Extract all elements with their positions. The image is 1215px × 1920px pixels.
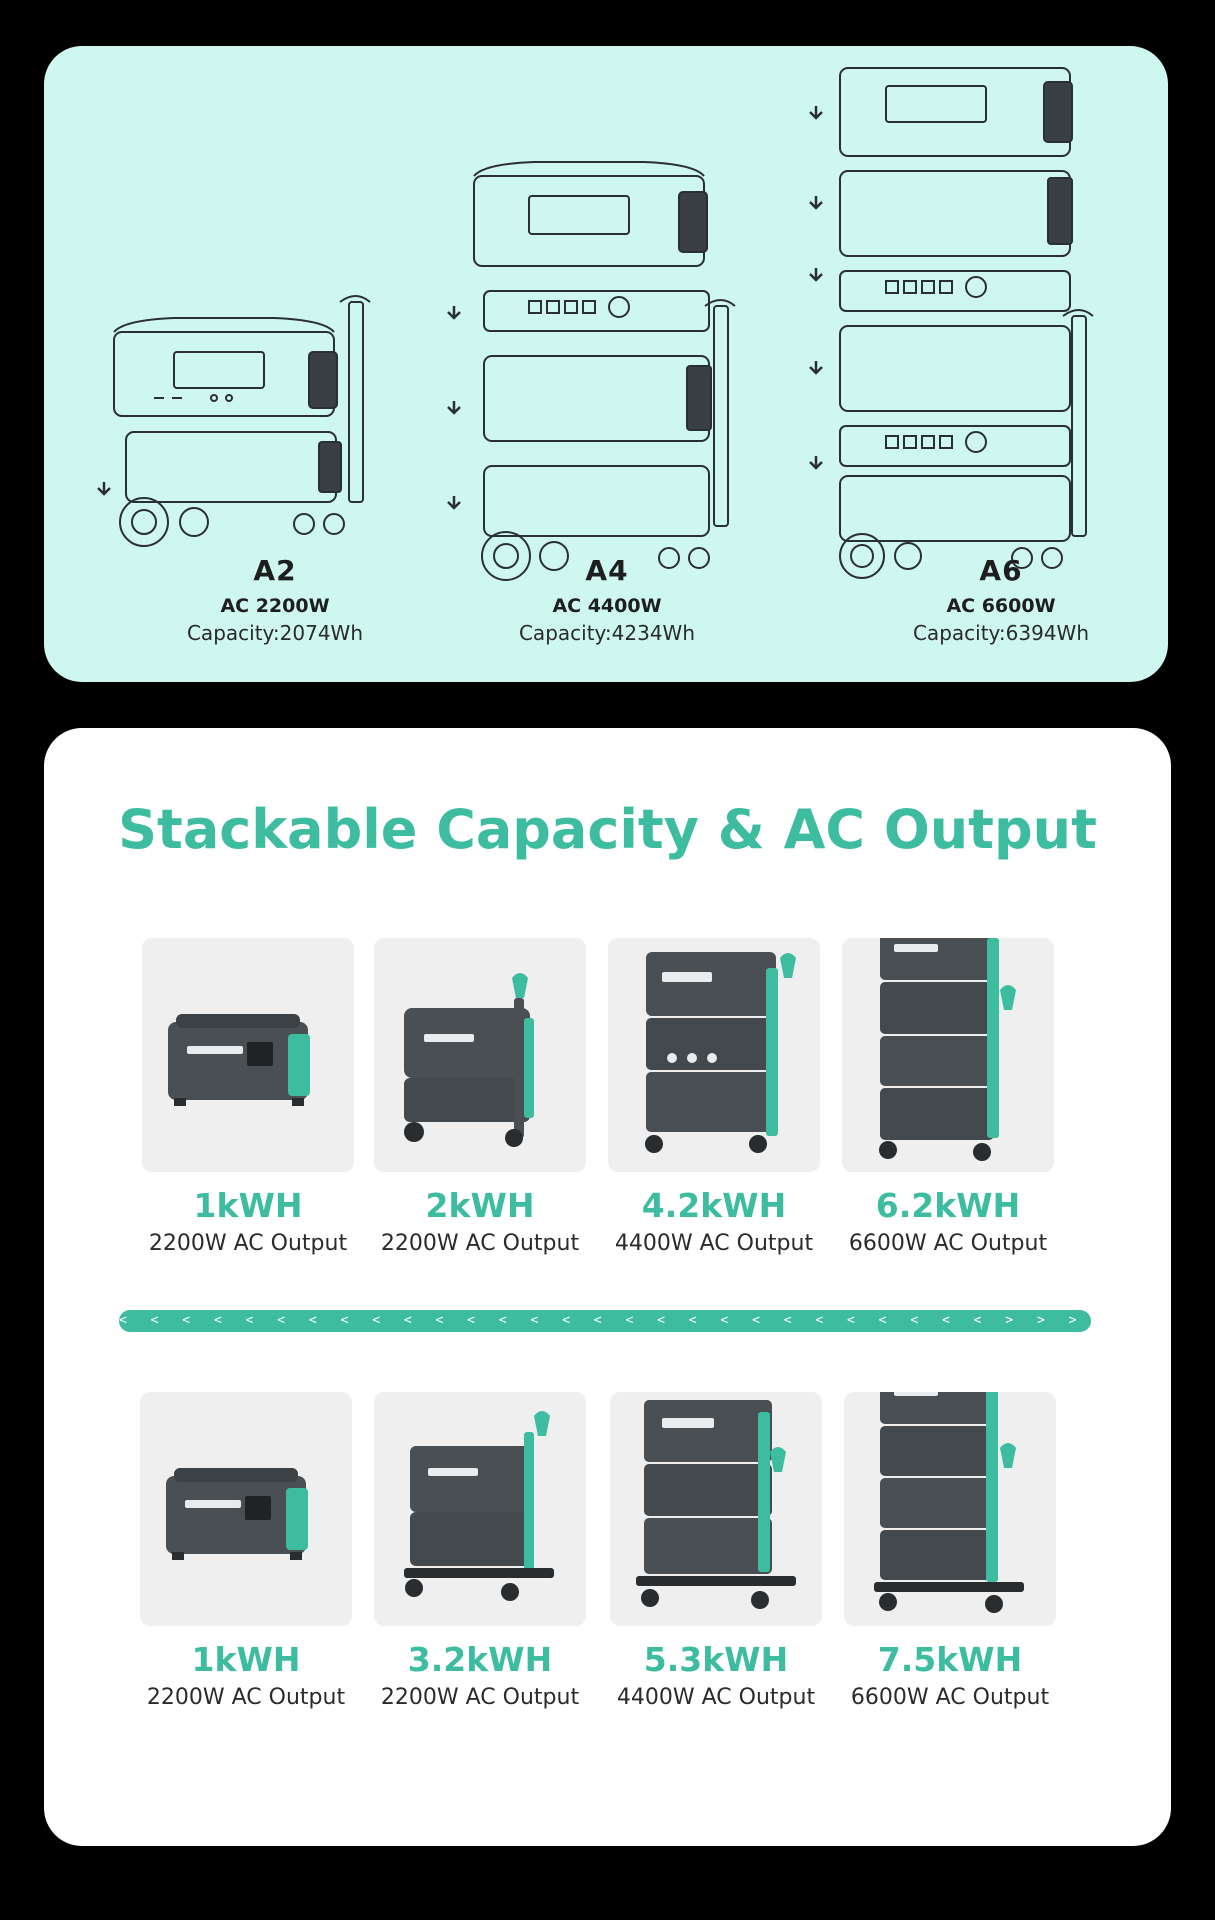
- capacity-value: 1kWH: [191, 1640, 301, 1679]
- a4-label: A4 AC 4400W Capacity:4234Wh: [462, 554, 752, 645]
- ac-output-label: 4400W AC Output: [616, 1685, 816, 1710]
- ac-output-label: 2200W AC Output: [380, 1685, 580, 1710]
- a2-name: A2: [253, 554, 297, 587]
- product-image: [140, 1392, 352, 1626]
- capacity-value: 5.3kWH: [643, 1640, 789, 1679]
- product-image: [142, 938, 354, 1172]
- ac-output-label: 2200W AC Output: [380, 1231, 580, 1256]
- a6-name: A6: [979, 554, 1023, 587]
- a4-name: A4: [585, 554, 629, 587]
- a2-stack-drawing: [64, 292, 384, 612]
- option-card: 6.2kWH 6600W AC Output: [842, 938, 1054, 1256]
- a4-ac-output: AC 4400W: [552, 595, 662, 617]
- a6-stack-drawing: [796, 46, 1126, 586]
- a6-label: A6 AC 6600W Capacity:6394Wh: [856, 554, 1146, 645]
- page-title: Stackable Capacity & AC Output: [118, 798, 1097, 861]
- ac-output-label: 2200W AC Output: [148, 1231, 348, 1256]
- capacity-value: 3.2kWH: [407, 1640, 553, 1679]
- a6-capacity: Capacity:6394Wh: [912, 621, 1090, 645]
- ac-output-label: 6600W AC Output: [848, 1231, 1048, 1256]
- product-image: [844, 1392, 1056, 1626]
- option-card: 1kWH 2200W AC Output: [142, 938, 354, 1256]
- capacity-options-panel: Stackable Capacity & AC Output 1kWH 2200…: [44, 728, 1171, 1846]
- stacking-diagram-panel: A2 AC 2200W Capacity:2074Wh A4 AC 4400W …: [44, 46, 1168, 682]
- a6-ac-output: AC 6600W: [946, 595, 1056, 617]
- a2-label: A2 AC 2200W Capacity:2074Wh: [130, 554, 420, 645]
- product-image: [610, 1392, 822, 1626]
- option-card: 2kWH 2200W AC Output: [374, 938, 586, 1256]
- capacity-value: 4.2kWH: [641, 1186, 787, 1225]
- a2-capacity: Capacity:2074Wh: [186, 621, 364, 645]
- section-divider: < < < < < < < < < < < < < < < < < < < < …: [119, 1310, 1091, 1332]
- product-image: [374, 1392, 586, 1626]
- capacity-value: 2kWH: [425, 1186, 535, 1225]
- a2-ac-output: AC 2200W: [220, 595, 330, 617]
- ac-output-label: 4400W AC Output: [614, 1231, 814, 1256]
- capacity-value: 1kWH: [193, 1186, 303, 1225]
- ac-output-label: 2200W AC Output: [146, 1685, 346, 1710]
- a4-stack-drawing: [424, 146, 754, 616]
- product-image: [374, 938, 586, 1172]
- option-card: 3.2kWH 2200W AC Output: [374, 1392, 586, 1710]
- a4-capacity: Capacity:4234Wh: [518, 621, 696, 645]
- option-card: 1kWH 2200W AC Output: [140, 1392, 352, 1710]
- option-card: 7.5kWH 6600W AC Output: [844, 1392, 1056, 1710]
- option-card: 5.3kWH 4400W AC Output: [610, 1392, 822, 1710]
- product-image: [608, 938, 820, 1172]
- product-image: [842, 938, 1054, 1172]
- ac-output-label: 6600W AC Output: [850, 1685, 1050, 1710]
- capacity-value: 7.5kWH: [877, 1640, 1023, 1679]
- capacity-value: 6.2kWH: [875, 1186, 1021, 1225]
- option-card: 4.2kWH 4400W AC Output: [608, 938, 820, 1256]
